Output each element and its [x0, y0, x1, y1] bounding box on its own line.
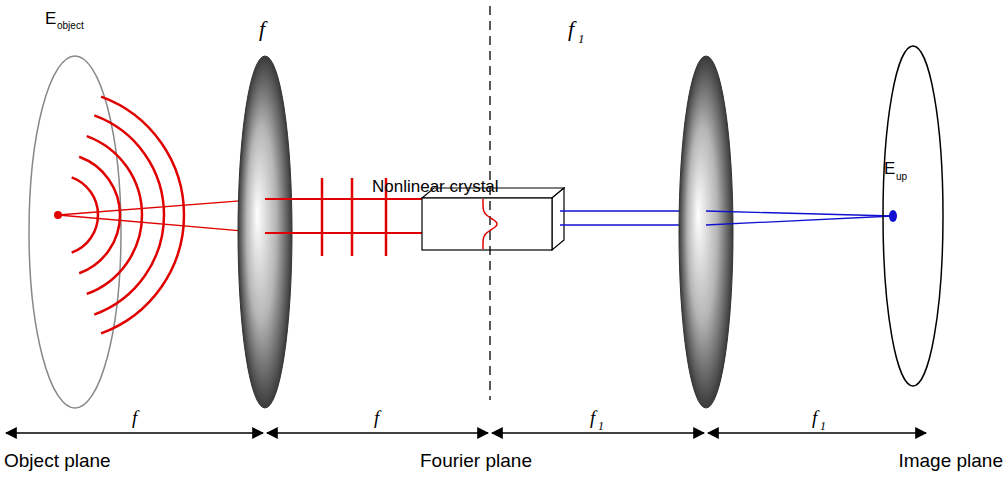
ray: [265, 232, 430, 234]
field-name: E: [884, 160, 895, 177]
wavefront-arc: [87, 136, 142, 294]
wavefront-arc: [79, 157, 120, 274]
fourier-plane-line: [489, 6, 490, 400]
wavefront-arc: [72, 177, 98, 252]
ray: [706, 211, 893, 216]
focal-length: f: [568, 18, 574, 40]
image-plane: [883, 46, 943, 386]
focal-subscript: 1: [578, 32, 585, 45]
gaussian-profile: [483, 199, 497, 249]
plane-label: Fourier plane: [420, 451, 532, 470]
image-spot: [889, 210, 897, 222]
ray: [265, 198, 430, 200]
plane-label: Image plane: [898, 451, 1003, 470]
plane-label: Object plane: [4, 451, 111, 470]
ray: [706, 216, 893, 225]
field-subscript: object: [57, 21, 84, 31]
plane-wavefront: [321, 178, 324, 256]
field-subscript: up: [896, 172, 907, 182]
distance-subscript: 1: [820, 420, 826, 432]
object-plane: [29, 56, 121, 408]
lens: [679, 56, 733, 408]
focal-length: f: [259, 18, 265, 40]
wavefront-arc: [101, 97, 184, 334]
distance-subscript: 1: [598, 420, 604, 432]
distance-label: f: [132, 408, 137, 427]
nonlinear-crystal: [422, 188, 564, 250]
crystal-label: Nonlinear crystal: [372, 178, 499, 195]
distance-label: f: [812, 408, 817, 427]
distance-label: f: [590, 408, 595, 427]
dimension-arrows: [6, 432, 926, 434]
distance-label: f: [374, 408, 379, 427]
ray: [58, 199, 265, 215]
plane-wavefront: [351, 178, 354, 256]
ray: [58, 215, 265, 233]
wavefront-arc: [94, 115, 164, 314]
spherical-wavefronts: [72, 97, 184, 334]
field-name: E: [45, 10, 56, 27]
